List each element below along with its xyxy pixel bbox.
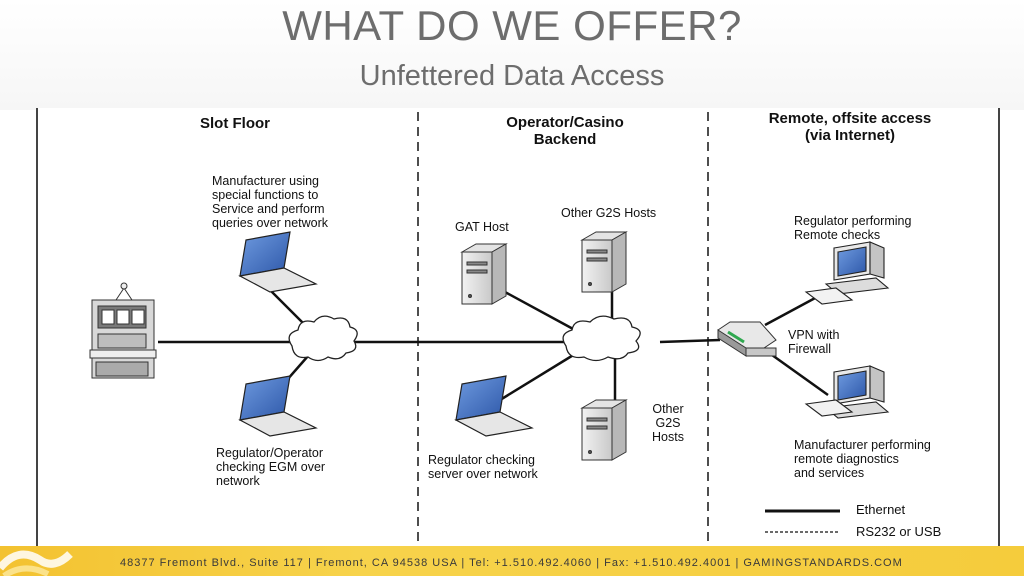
zone-header-backend: Operator/Casino Backend	[506, 114, 624, 148]
label-regulator-server-laptop: Regulator checking server over network	[428, 453, 538, 481]
page-subtitle: Unfettered Data Access	[359, 60, 665, 92]
server-icon	[580, 231, 628, 293]
diagram-frame	[36, 108, 1000, 546]
desktop-computer-icon	[804, 241, 890, 305]
zone-header-remote: Remote, offsite access (via Internet)	[768, 110, 932, 144]
label-other-g2s-hosts-bottom: Other G2S Hosts	[652, 402, 684, 444]
legend-rs232-label: RS232 or USB	[856, 524, 942, 539]
label-manufacturer-remote: Manufacturer performing remote diagnosti…	[794, 438, 931, 480]
laptop-icon	[238, 231, 318, 293]
background-header	[0, 0, 1024, 110]
footer-bar	[0, 546, 1024, 576]
label-other-g2s-hosts-top: Other G2S Hosts	[561, 206, 657, 220]
vpn-firewall-icon	[717, 321, 777, 357]
label-manufacturer-laptop: Manufacturer using special functions to …	[212, 174, 329, 230]
server-icon	[580, 399, 628, 461]
slot-machine-icon	[89, 282, 157, 379]
label-vpn-firewall: VPN with Firewall	[788, 328, 840, 356]
label-regulator-remote: Regulator performing Remote checks	[794, 214, 912, 242]
label-regulator-operator-laptop: Regulator/Operator checking EGM over net…	[216, 446, 326, 488]
laptop-icon	[238, 375, 318, 437]
cloud-icon	[288, 315, 358, 362]
cloud-icon	[562, 315, 641, 362]
zone-header-slot-floor: Slot Floor	[200, 115, 270, 132]
page-title: WHAT DO WE OFFER?	[282, 2, 742, 49]
server-icon	[460, 243, 508, 305]
desktop-computer-icon	[804, 365, 890, 419]
laptop-icon	[454, 375, 534, 437]
label-gat-host: GAT Host	[455, 220, 509, 234]
legend-ethernet-label: Ethernet	[856, 502, 906, 517]
footer-contact: 48377 Fremont Blvd., Suite 117 | Fremont…	[120, 557, 903, 569]
gsa-logo-icon	[0, 550, 73, 576]
